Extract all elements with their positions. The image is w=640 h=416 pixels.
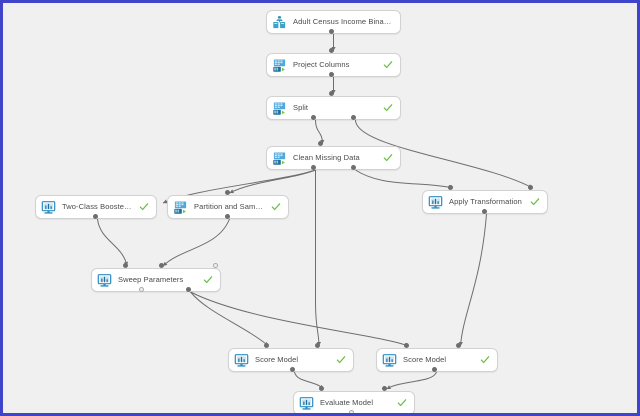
node-project-columns[interactable]: Project Columns bbox=[266, 53, 401, 77]
node-score-model-left[interactable]: Score Model bbox=[228, 348, 354, 372]
status-check-icon bbox=[139, 203, 149, 211]
machine-learning-icon bbox=[234, 353, 249, 367]
port-evaluate-model-input-left[interactable] bbox=[318, 385, 324, 391]
port-score-model-left-input-left[interactable] bbox=[263, 342, 269, 348]
node-dataset[interactable]: Adult Census Income Binary C... bbox=[266, 10, 401, 34]
node-label: Split bbox=[293, 103, 309, 112]
port-score-model-right-output[interactable] bbox=[431, 366, 437, 372]
port-score-model-left-output[interactable] bbox=[289, 366, 295, 372]
port-evaluate-model-output[interactable] bbox=[348, 409, 354, 413]
experiment-canvas[interactable]: Adult Census Income Binary C... Project C… bbox=[3, 3, 637, 413]
edge-apply-transformation-to-score-model-right bbox=[460, 213, 487, 347]
status-check-icon bbox=[336, 356, 346, 364]
data-transform-icon bbox=[273, 59, 286, 72]
data-transform-icon bbox=[174, 201, 187, 214]
port-two-class-boosted-decision-tree-output[interactable] bbox=[92, 213, 98, 219]
node-label: Adult Census Income Binary C... bbox=[293, 17, 393, 26]
port-sweep-parameters-input-1[interactable] bbox=[122, 262, 128, 268]
status-check-icon bbox=[530, 198, 540, 206]
port-partition-and-sample-input[interactable] bbox=[224, 189, 230, 195]
port-clean-missing-data-output-left[interactable] bbox=[310, 164, 316, 170]
edge-clean-missing-data-to-partition-and-sample bbox=[229, 169, 316, 194]
status-check-icon bbox=[203, 276, 213, 284]
status-check-icon bbox=[383, 61, 393, 69]
port-partition-and-sample-output[interactable] bbox=[224, 213, 230, 219]
status-check-icon bbox=[397, 399, 407, 407]
node-score-model-right[interactable]: Score Model bbox=[376, 348, 498, 372]
machine-learning-icon bbox=[428, 195, 443, 209]
machine-learning-icon bbox=[382, 353, 397, 367]
edge-partition-and-sample-to-sweep-parameters bbox=[162, 218, 230, 267]
port-sweep-parameters-input-2[interactable] bbox=[158, 262, 164, 268]
port-apply-transformation-input-right[interactable] bbox=[527, 184, 533, 190]
status-check-icon bbox=[271, 203, 281, 211]
machine-learning-icon bbox=[97, 273, 112, 287]
node-label: Sweep Parameters bbox=[118, 275, 184, 284]
edge-sweep-parameters-to-score-model-left bbox=[190, 291, 269, 347]
edge-two-class-boosted-decision-tree-to-sweep-parameters bbox=[97, 218, 128, 267]
edge-clean-missing-data-to-apply-transformation bbox=[355, 169, 453, 189]
port-sweep-parameters-input-3[interactable] bbox=[212, 262, 218, 268]
node-label: Score Model bbox=[255, 355, 299, 364]
port-dataset-output[interactable] bbox=[328, 28, 334, 34]
node-label: Partition and Sample bbox=[194, 202, 265, 211]
edge-score-model-right-to-evaluate-model bbox=[386, 371, 437, 390]
port-split-input[interactable] bbox=[328, 90, 334, 96]
port-clean-missing-data-input[interactable] bbox=[317, 140, 323, 146]
port-clean-missing-data-output-right[interactable] bbox=[350, 164, 356, 170]
edge-sweep-parameters-to-score-model-right bbox=[190, 291, 409, 347]
node-clean-missing-data[interactable]: Clean Missing Data bbox=[266, 146, 401, 170]
machine-learning-icon bbox=[41, 200, 56, 214]
node-label: Apply Transformation bbox=[449, 197, 522, 206]
port-evaluate-model-input-right[interactable] bbox=[381, 385, 387, 391]
port-score-model-right-input-right[interactable] bbox=[455, 342, 461, 348]
port-sweep-parameters-output-left[interactable] bbox=[138, 286, 144, 292]
port-apply-transformation-output[interactable] bbox=[481, 208, 487, 214]
edge-clean-missing-data-to-score-model-left bbox=[315, 170, 320, 347]
port-split-output-right[interactable] bbox=[350, 114, 356, 120]
machine-learning-icon bbox=[299, 396, 314, 410]
node-label: Evaluate Model bbox=[320, 398, 374, 407]
data-transform-icon bbox=[273, 102, 286, 115]
dataset-icon bbox=[273, 15, 286, 28]
port-score-model-right-input-left[interactable] bbox=[403, 342, 409, 348]
data-transform-icon bbox=[273, 152, 286, 165]
node-label: Project Columns bbox=[293, 60, 350, 69]
status-check-icon bbox=[480, 356, 490, 364]
node-label: Score Model bbox=[403, 355, 447, 364]
port-sweep-parameters-output-right[interactable] bbox=[185, 286, 191, 292]
node-evaluate-model[interactable]: Evaluate Model bbox=[293, 391, 415, 413]
port-project-columns-output[interactable] bbox=[328, 71, 334, 77]
port-project-columns-input[interactable] bbox=[328, 47, 334, 53]
node-label: Clean Missing Data bbox=[293, 153, 360, 162]
status-check-icon bbox=[383, 154, 393, 162]
node-sweep-parameters[interactable]: Sweep Parameters bbox=[91, 268, 221, 292]
node-label: Two-Class Boosted Decision T... bbox=[62, 202, 133, 211]
port-score-model-left-input-right[interactable] bbox=[314, 342, 320, 348]
port-split-output-left[interactable] bbox=[310, 114, 316, 120]
port-apply-transformation-input-left[interactable] bbox=[447, 184, 453, 190]
status-check-icon bbox=[383, 104, 393, 112]
node-split[interactable]: Split bbox=[266, 96, 401, 120]
